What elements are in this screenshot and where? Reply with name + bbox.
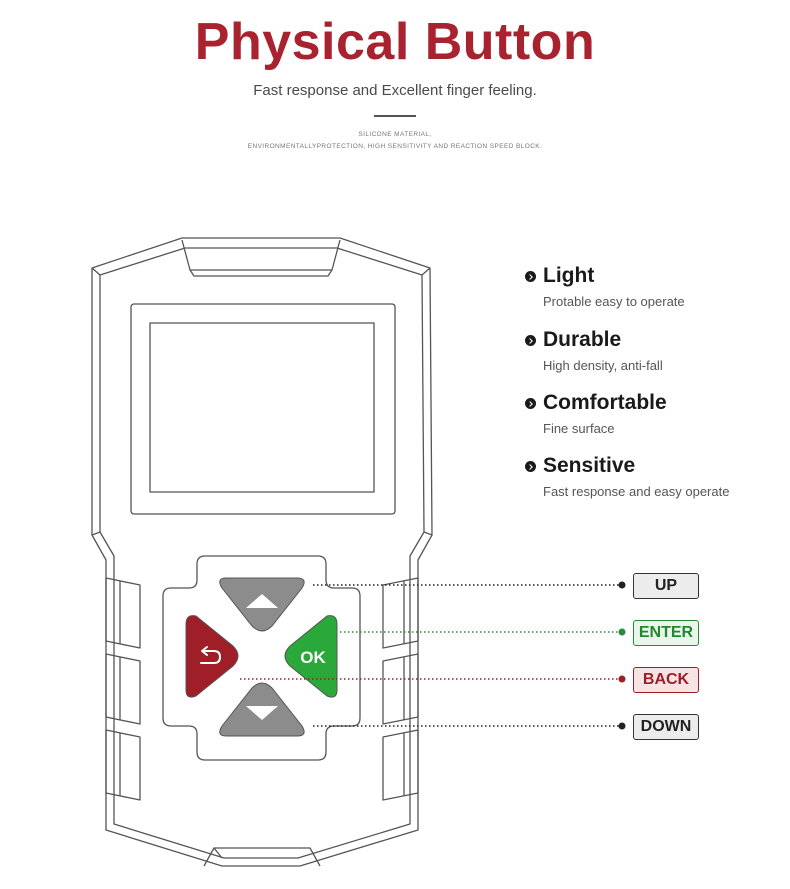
page-title: Physical Button [194,13,596,71]
page-subtitle: Fast response and Excellent finger feeli… [253,82,537,99]
feature-name: Comfortable [543,391,667,414]
back-key[interactable] [185,615,239,698]
arrow-down-icon [246,706,278,720]
title-divider [374,115,416,117]
chevron-bullet-icon [525,461,536,472]
chevron-bullet-icon [525,398,536,409]
material-note-line2: ENVIRONMENTALLYPROTECTION, HIGH SENSITIV… [247,143,543,150]
feature-desc: Fast response and easy operate [543,484,730,499]
back-leader-dot [618,675,626,683]
ok-enter-key[interactable] [284,615,338,698]
down-callout-label: DOWN [633,714,699,740]
feature-desc: Fine surface [543,421,615,436]
chevron-bullet-icon [525,271,536,282]
ok-key-label: OK [300,648,326,667]
arrow-up-icon [246,594,278,608]
feature-name: Durable [543,328,622,351]
feature-desc: Protable easy to operate [543,294,685,309]
chevron-bullet-icon [525,335,536,346]
material-note-line1: SILICONE MATERIAL, [358,131,432,138]
up-callout-label: UP [633,573,699,599]
feature-name: Sensitive [543,454,636,477]
back-callout-label: BACK [633,667,699,693]
feature-desc: High density, anti-fall [543,358,663,373]
back-arrow-icon [200,646,221,664]
up-leader-dot [618,581,626,589]
down-leader-dot [618,722,626,730]
enter-leader-dot [618,628,626,636]
enter-callout-label: ENTER [633,620,699,646]
feature-name: Light [543,264,595,287]
